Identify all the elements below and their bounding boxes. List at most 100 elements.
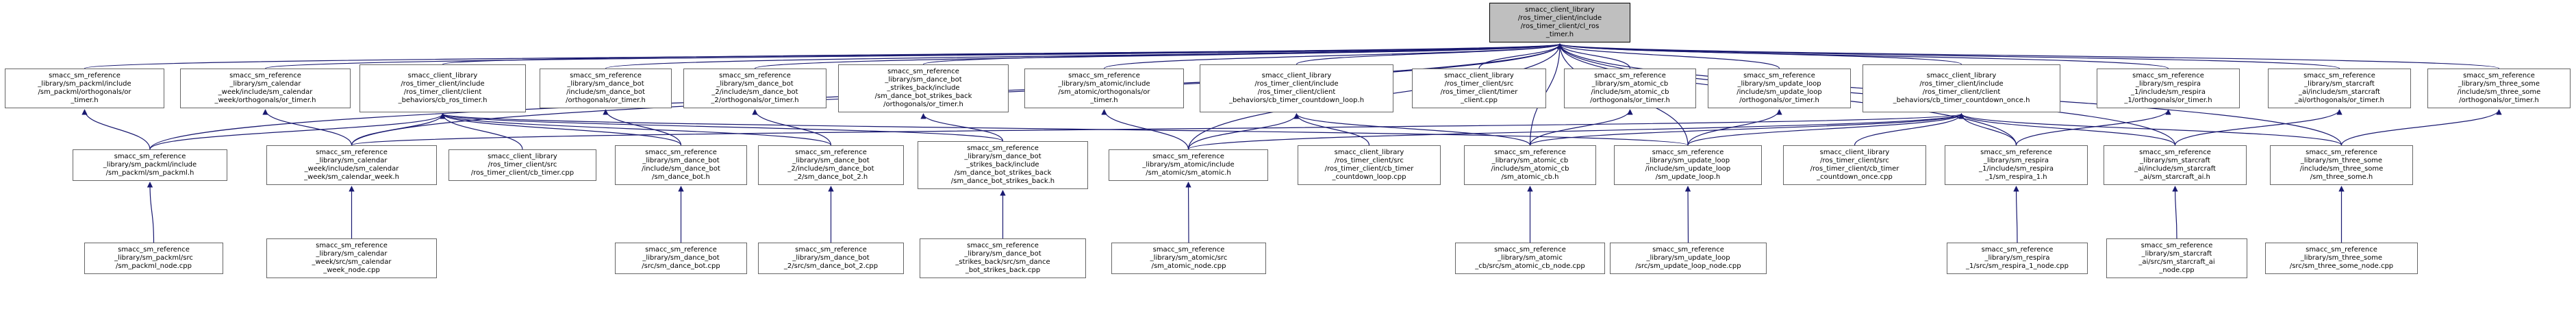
graph-node-pk-h[interactable]: smacc_sm_reference_library/sm_packml/inc… xyxy=(73,149,227,181)
node-label-line: _library/sm_dance_bot xyxy=(642,157,720,164)
graph-node-ul-h[interactable]: smacc_sm_reference_library/sm_update_loo… xyxy=(1614,145,1762,185)
node-label-line: /orthogonals/or_timer.h xyxy=(2459,97,2539,104)
graph-node-db-h[interactable]: smacc_sm_reference_library/sm_dance_bot/… xyxy=(615,145,747,185)
edge-rs_node-to-rs_h xyxy=(2013,186,2019,243)
node-label-line: /ros_timer_client/timer xyxy=(1440,88,1518,96)
graph-node-tc-cpp[interactable]: smacc_client_library/ros_timer_client/sr… xyxy=(1412,69,1546,108)
node-label-line: smacc_sm_reference xyxy=(316,242,388,249)
node-label-line: /include/sm_update_loop xyxy=(1645,165,1731,173)
edge-cd_h-to-root xyxy=(1296,43,1563,65)
graph-node-db2-or[interactable]: smacc_sm_reference_library/sm_dance_bot_… xyxy=(683,69,826,108)
edge-db_h-to-db_or xyxy=(603,109,682,146)
graph-node-at-or[interactable]: smacc_sm_reference_library/sm_atomic/inc… xyxy=(1024,69,1184,108)
node-label-line: smacc_sm_reference xyxy=(1981,246,2054,254)
graph-node-sc-node[interactable]: smacc_sm_reference_library/sm_starcraft_… xyxy=(2106,238,2247,278)
node-label-line: smacc_sm_reference xyxy=(645,149,717,156)
graph-node-acb-or[interactable]: smacc_sm_reference_library/sm_atomic_cb/… xyxy=(1564,69,1696,108)
node-label-line: smacc_sm_reference xyxy=(2306,246,2377,254)
graph-node-at-node[interactable]: smacc_sm_reference_library/sm_atomic/src… xyxy=(1111,243,1266,274)
graph-node-cbt-cpp[interactable]: smacc_client_library/ros_timer_client/sr… xyxy=(449,149,596,181)
node-label-line: /ros_timer_client/include xyxy=(1517,14,1602,22)
graph-node-cdo-cpp[interactable]: smacc_client_library/ros_timer_client/sr… xyxy=(1783,145,1926,185)
graph-node-dbs-node[interactable]: smacc_sm_reference_library/sm_dance_bot_… xyxy=(920,238,1086,278)
graph-node-at-h[interactable]: smacc_sm_reference_library/sm_atomic/inc… xyxy=(1109,149,1268,181)
graph-node-ts-or[interactable]: smacc_sm_reference_library/sm_three_some… xyxy=(2427,69,2571,108)
graph-node-ts-node[interactable]: smacc_sm_reference_library/sm_three_some… xyxy=(2265,243,2418,274)
node-label-line: smacc_sm_reference xyxy=(114,153,186,160)
node-label-line: _node.cpp xyxy=(2159,267,2195,274)
node-label-line: /sm_dance_bot_strikes_back xyxy=(954,169,1052,177)
node-label-line: smacc_sm_reference xyxy=(2306,149,2377,156)
edge-dbs_h-to-dbs_or xyxy=(920,113,1004,142)
graph-node-db2-h[interactable]: smacc_sm_reference_library/sm_dance_bot_… xyxy=(758,145,904,185)
graph-node-cw-or[interactable]: smacc_sm_reference_library/sm_calendar_w… xyxy=(180,69,351,108)
node-label-line: smacc_sm_reference xyxy=(229,72,301,79)
edge-cb_h-to-root xyxy=(442,43,1563,65)
graph-node-rs-node[interactable]: smacc_sm_reference_library/sm_respira_1/… xyxy=(1947,243,2088,274)
node-label-line: _strikes_back/include xyxy=(887,84,960,92)
node-label-line: /ros_timer_client/cl_ros xyxy=(1520,23,1600,30)
edge-db2_h-to-cb_h xyxy=(440,113,832,146)
edge-ts_h-to-ts_or xyxy=(2340,109,2502,146)
node-label-line: _library/sm_starcraft xyxy=(2140,157,2210,164)
node-label-line: _bot_strikes_back.cpp xyxy=(965,267,1041,274)
graph-node-acb-h[interactable]: smacc_sm_reference_library/sm_atomic_cb/… xyxy=(1464,145,1596,185)
graph-node-sc-or[interactable]: smacc_sm_reference_library/sm_starcraft_… xyxy=(2268,69,2411,108)
graph-node-ul-node[interactable]: smacc_sm_reference_library/sm_update_loo… xyxy=(1610,243,1767,274)
node-label-line: _ai/src/sm_starcraft_ai xyxy=(2138,258,2215,266)
graph-node-cw-node[interactable]: smacc_sm_reference_library/sm_calendar_w… xyxy=(266,238,437,278)
graph-node-cdl-cpp[interactable]: smacc_client_library/ros_timer_client/sr… xyxy=(1298,145,1441,185)
edge-pk_h-to-pk_or xyxy=(81,109,151,150)
node-label-line: smacc_sm_reference xyxy=(1152,246,1225,254)
graph-node-db-node[interactable]: smacc_sm_reference_library/sm_dance_bot/… xyxy=(615,243,747,274)
node-label-line: /ros_timer_client/src xyxy=(488,161,557,169)
node-label-line: smacc_client_library xyxy=(1334,149,1404,156)
node-label-line: _behaviors/cb_timer_countdown_loop.h xyxy=(1228,97,1365,104)
graph-node-dbs-h[interactable]: smacc_sm_reference_library/sm_dance_bot_… xyxy=(918,141,1088,189)
node-label-line: _library/sm_three_some xyxy=(2300,157,2383,164)
graph-node-acb-node[interactable]: smacc_sm_reference_library/sm_atomic_cb/… xyxy=(1455,243,1605,274)
graph-node-cd-h[interactable]: smacc_client_library/ros_timer_client/in… xyxy=(1200,64,1393,112)
node-label-line: _1/src/sm_respira_1_node.cpp xyxy=(1966,262,2069,270)
node-label-line: _week/include/sm_calendar xyxy=(218,88,313,96)
node-label-line: _library/sm_packml/src xyxy=(114,254,193,262)
node-label-line: /ros_timer_client/src xyxy=(1444,80,1514,88)
node-label-line: _week/src/sm_calendar xyxy=(312,258,392,266)
edge-cw_h-to-cw_or xyxy=(262,109,353,146)
node-label-line: _library/sm_atomic_cb xyxy=(1491,157,1569,164)
edge-acb_h-to-cd_h xyxy=(1293,113,1531,146)
graph-node-rs-or[interactable]: smacc_sm_reference_library/sm_respira_1/… xyxy=(2097,69,2240,108)
node-label-line: smacc_sm_reference xyxy=(570,72,642,79)
node-label-line: _timer.h xyxy=(71,97,99,104)
graph-node-dbs-or[interactable]: smacc_sm_reference_library/sm_dance_bot_… xyxy=(838,64,1009,112)
node-label-line: smacc_sm_reference xyxy=(1594,72,1666,79)
edge-ts_h-to-co_h xyxy=(1958,113,2343,146)
node-label-line: /sm_dance_bot_strikes_back.h xyxy=(950,177,1055,185)
node-label-line: _timer.h xyxy=(1545,31,1574,38)
node-label-line: /ros_timer_client/client xyxy=(1257,88,1336,96)
graph-node-pk-node[interactable]: smacc_sm_reference_library/sm_packml/src… xyxy=(84,243,223,274)
graph-node-sc-h[interactable]: smacc_sm_reference_library/sm_starcraft_… xyxy=(2104,145,2247,185)
graph-node-ul-or[interactable]: smacc_sm_reference_library/sm_update_loo… xyxy=(1708,69,1851,108)
node-label-line: /sm_three_some.h xyxy=(2310,173,2373,181)
node-label-line: /ros_timer_client/cb_timer xyxy=(1324,165,1414,173)
node-label-line: _library/sm_dance_bot xyxy=(792,254,870,262)
node-label-line: smacc_sm_reference xyxy=(887,68,959,75)
node-label-line: smacc_client_library xyxy=(488,153,557,160)
edge-dbs_h-to-cb_h xyxy=(440,113,1004,142)
graph-node-root[interactable]: smacc_client_library/ros_timer_client/in… xyxy=(1489,3,1630,42)
node-label-line: _library/sm_dance_bot xyxy=(567,80,644,88)
graph-node-db-or[interactable]: smacc_sm_reference_library/sm_dance_bot/… xyxy=(540,69,672,108)
graph-node-rs-h[interactable]: smacc_sm_reference_library/sm_respira_1/… xyxy=(1945,145,2088,185)
graph-node-cw-h[interactable]: smacc_sm_reference_library/sm_calendar_w… xyxy=(266,145,437,185)
node-label-line: _library/sm_calendar xyxy=(229,80,301,88)
graph-node-ts-h[interactable]: smacc_sm_reference_library/sm_three_some… xyxy=(2270,145,2413,185)
graph-node-cb-h[interactable]: smacc_client_library/ros_timer_client/in… xyxy=(359,64,526,112)
node-label-line: /include/sm_atomic_cb xyxy=(1491,165,1569,173)
graph-node-db2-node[interactable]: smacc_sm_reference_library/sm_dance_bot_… xyxy=(758,243,904,274)
node-label-line: /include/sm_dance_bot xyxy=(566,88,645,96)
graph-node-pk-or[interactable]: smacc_sm_reference_library/sm_packml/inc… xyxy=(5,69,164,108)
node-label-line: smacc_sm_reference xyxy=(1068,72,1140,79)
graph-node-co-h[interactable]: smacc_client_library/ros_timer_client/in… xyxy=(1862,64,2060,112)
node-label-line: _strikes_back/include xyxy=(966,161,1039,169)
